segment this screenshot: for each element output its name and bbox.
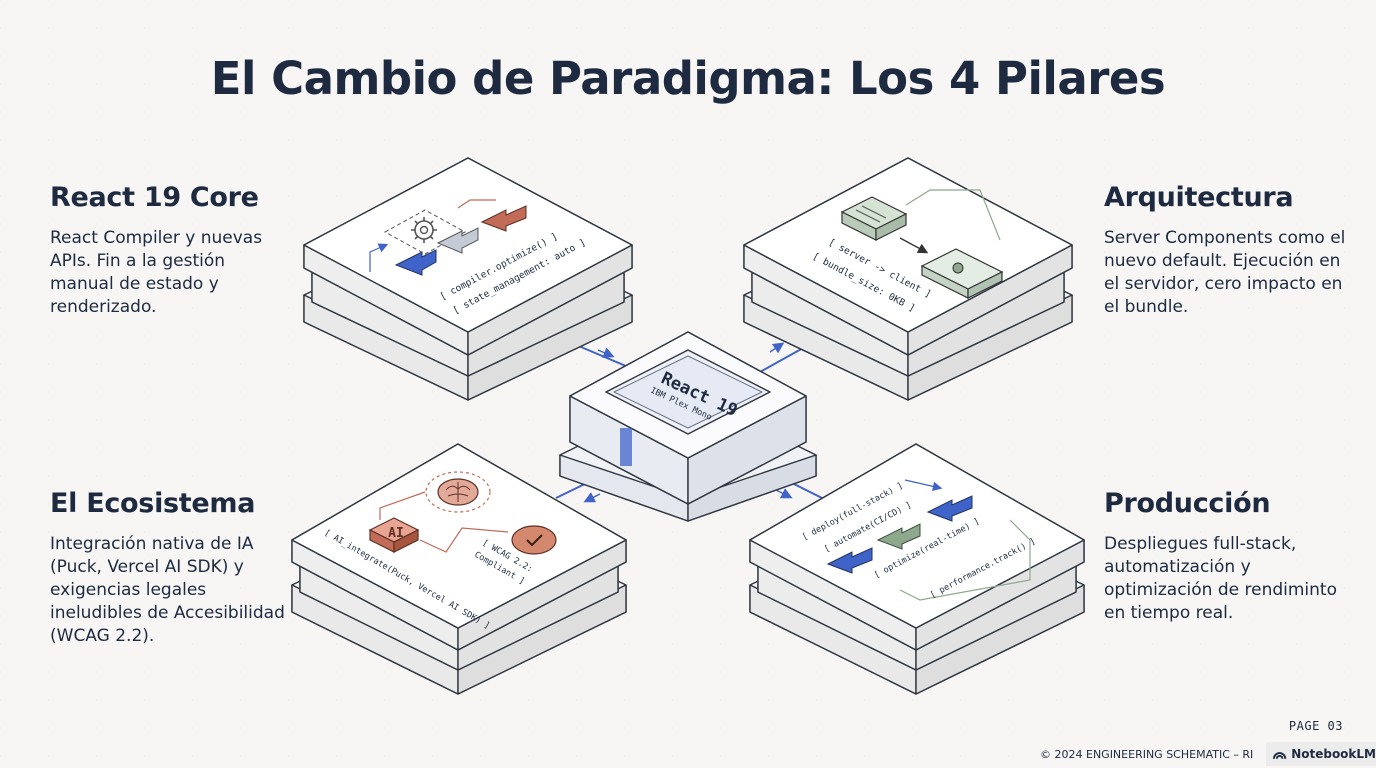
- pillar-body: Despliegues full-stack, automatización y…: [1104, 534, 1337, 623]
- arrow-block-grey-icon: [436, 227, 479, 254]
- block-center-react19: [559, 331, 817, 522]
- core-icons: [369, 199, 527, 276]
- arrow-icon: [597, 347, 615, 358]
- pillar-heading: Arquitectura: [1104, 182, 1294, 213]
- block-react-core: [303, 157, 633, 401]
- pillar-ecosistema: El Ecosistema Integración nativa de IA (…: [50, 488, 300, 648]
- arrow-block-blue-icon: [926, 495, 973, 522]
- pillar-body: Server Components como el nuevo default.…: [1104, 228, 1346, 317]
- pillar-arquitectura: Arquitectura Server Components como el n…: [1104, 182, 1354, 319]
- page-number: PAGE 03: [1288, 719, 1343, 733]
- arrow-block-sage-icon: [876, 523, 921, 550]
- arrow-block-rust-icon: [480, 205, 527, 232]
- client-icon: [920, 248, 1004, 299]
- ai-label: AI: [388, 526, 404, 541]
- pillar-body: Integración nativa de IA (Puck, Vercel A…: [50, 534, 285, 646]
- ai-chip-icon: [368, 517, 420, 553]
- pillar-produccion: Producción Despliegues full-stack, autom…: [1104, 488, 1354, 625]
- arrow-block-blue-icon: [394, 249, 437, 276]
- page-title: El Cambio de Paradigma: Los 4 Pilares: [210, 52, 1166, 105]
- brain-icon: [425, 471, 491, 513]
- pillar-heading: React 19 Core: [50, 182, 259, 213]
- flow-arrows: [583, 342, 793, 503]
- arrow-icon: [769, 342, 785, 354]
- pillar-heading: El Ecosistema: [50, 488, 256, 519]
- pillar-body: React Compiler y nuevas APIs. Fin a la g…: [50, 228, 263, 317]
- notebooklm-badge[interactable]: NotebookLM: [1266, 742, 1376, 766]
- footer-copyright: © 2024 ENGINEERING SCHEMATIC – RI: [1040, 748, 1254, 761]
- pillar-react-core: React 19 Core React Compiler y nuevas AP…: [50, 182, 280, 319]
- center-accent-bar: [620, 428, 632, 466]
- checkmark-icon: [511, 525, 557, 555]
- block-arquitectura: [743, 157, 1073, 401]
- pillar-heading: Producción: [1104, 488, 1271, 519]
- gear-icon: [411, 217, 437, 243]
- arrow-icon: [775, 488, 793, 499]
- arrow-icon: [583, 492, 601, 503]
- notebooklm-logo-icon: [1272, 752, 1287, 759]
- arrow-block-blue-icon: [826, 547, 873, 574]
- badge-label: NotebookLM: [1291, 747, 1376, 761]
- server-icon: [840, 196, 908, 241]
